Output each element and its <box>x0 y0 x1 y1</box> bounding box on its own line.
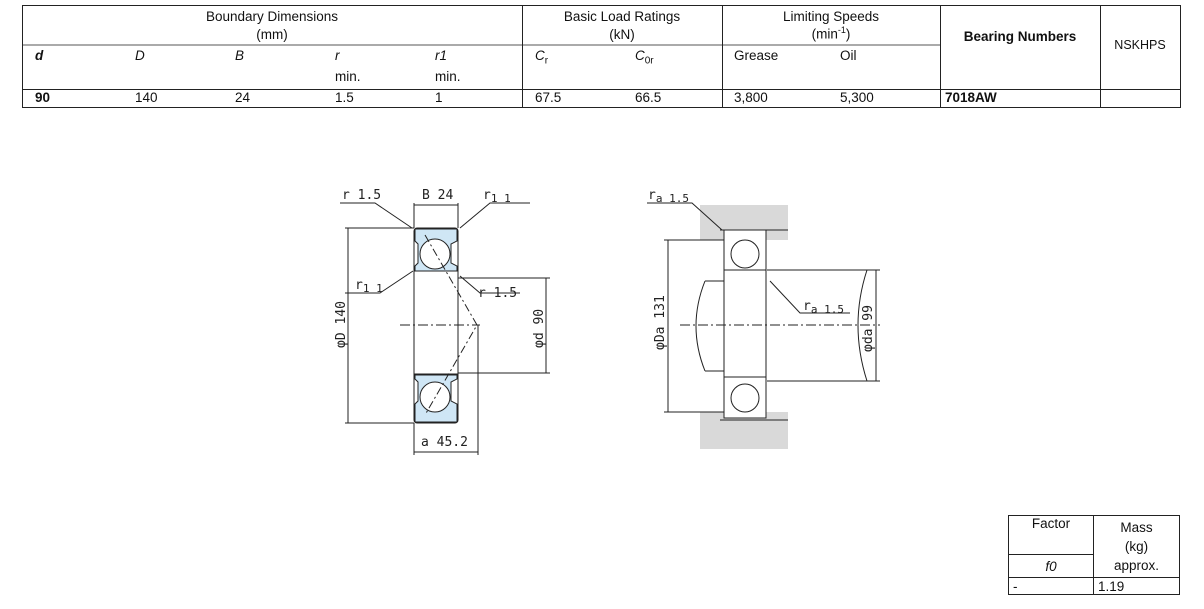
col-r-min: min. <box>335 69 361 84</box>
col-grease: Grease <box>734 48 779 63</box>
factor-header: Factor <box>1008 515 1094 555</box>
load-unit: (kN) <box>609 27 635 42</box>
label-da: φda 99 <box>861 305 876 352</box>
label-r1-top: r1 1 <box>483 188 511 205</box>
col-r: r <box>335 48 340 63</box>
col-C0r: C0r <box>635 48 654 67</box>
col-r1-min: min. <box>435 69 461 84</box>
f0-value: - <box>1008 577 1094 595</box>
label-B: B 24 <box>422 188 453 203</box>
nskhps-header: NSKHPS <box>1114 38 1166 52</box>
limiting-speeds-header: Limiting Speeds <box>782 9 880 24</box>
cell-B: 24 <box>235 90 251 105</box>
cell-r1: 1 <box>435 90 443 105</box>
cell-bearing-number[interactable]: 7018AW <box>945 90 997 105</box>
cell-grease: 3,800 <box>734 90 768 105</box>
label-d: φd 90 <box>532 309 547 348</box>
label-r1-left: r1 1 <box>355 278 383 295</box>
cell-C0r: 66.5 <box>635 90 662 105</box>
bearing-numbers-header: Bearing Numbers <box>963 29 1077 44</box>
boundary-unit: (mm) <box>256 27 288 42</box>
f0-header: f0 <box>1008 554 1094 578</box>
mass-value: 1.19 <box>1093 577 1180 595</box>
cell-Cr: 67.5 <box>535 90 562 105</box>
label-Da: φDa 131 <box>653 295 668 350</box>
col-D: D <box>135 48 145 63</box>
boundary-dimensions-header: Boundary Dimensions <box>205 9 339 24</box>
label-r-right: r 1.5 <box>478 286 517 301</box>
cell-oil: 5,300 <box>840 90 874 105</box>
cell-r: 1.5 <box>335 90 354 105</box>
mass-header: Mass(kg)approx. <box>1093 515 1180 578</box>
col-Cr: Cr <box>535 48 549 67</box>
factor-mass-table: Factor Mass(kg)approx. f0 - 1.19 <box>1008 515 1180 595</box>
label-D: φD 140 <box>334 301 349 348</box>
col-d: d <box>35 48 44 63</box>
label-a: a 45.2 <box>421 435 468 450</box>
col-oil: Oil <box>840 48 857 63</box>
label-ra-right: ra 1.5 <box>803 299 844 316</box>
col-r1: r1 <box>435 48 448 63</box>
load-ratings-header: Basic Load Ratings <box>563 9 681 24</box>
cell-D: 140 <box>135 90 158 105</box>
cell-d: 90 <box>35 90 51 105</box>
col-B: B <box>235 48 245 63</box>
label-r: r 1.5 <box>342 188 381 203</box>
speeds-unit: (min-1) <box>811 25 851 42</box>
label-ra-top: ra 1.5 <box>648 188 689 205</box>
